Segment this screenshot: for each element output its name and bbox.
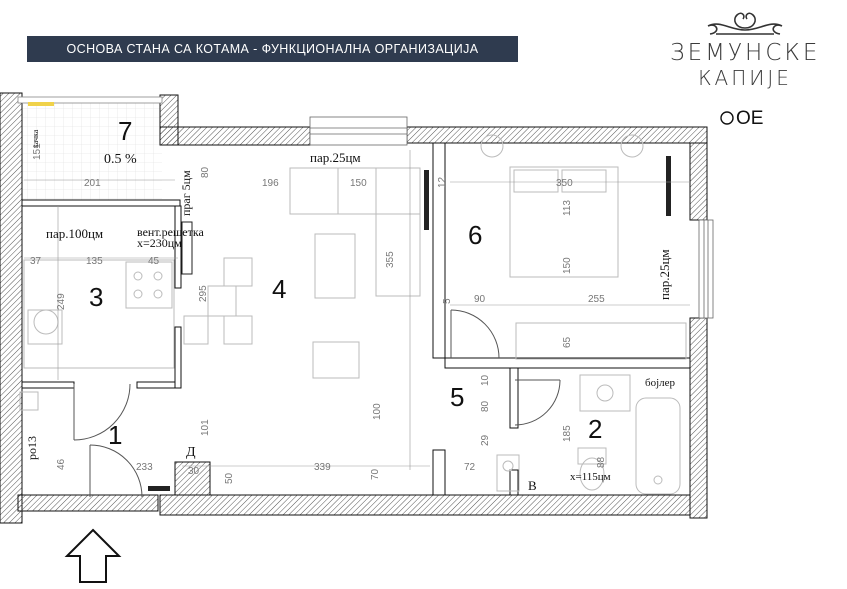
room-number-4: 4 bbox=[272, 274, 286, 304]
height-115-note: x=115цм bbox=[570, 471, 611, 483]
dim-150-living: 150 bbox=[350, 178, 367, 189]
vent-note: вент.решетка bbox=[137, 225, 204, 239]
dim-46: 46 bbox=[56, 458, 67, 470]
dim-255: 255 bbox=[588, 294, 605, 305]
interior-walls bbox=[21, 142, 691, 496]
po13-note: ро13 bbox=[25, 436, 39, 460]
page-title: ОСНОВА СТАНА СА КОТАМА - ФУНКЦИОНАЛНА ОР… bbox=[27, 36, 518, 62]
logo-line-1: ЗЕМУНСКЕ bbox=[670, 40, 821, 66]
doors bbox=[73, 309, 561, 498]
furniture bbox=[19, 134, 687, 495]
dim-355: 355 bbox=[385, 251, 396, 268]
room-number-3: 3 bbox=[89, 282, 103, 312]
dim-90: 90 bbox=[474, 294, 486, 305]
threshold-note: праг 5цм bbox=[179, 170, 193, 216]
logo-line-2: КАПИЈЕ bbox=[698, 66, 792, 90]
boiler-note: бојлер bbox=[645, 377, 676, 389]
dim-350: 350 bbox=[556, 178, 573, 189]
dim-12: 12 bbox=[437, 176, 448, 188]
orientation-icon bbox=[720, 111, 734, 125]
dim-201: 201 bbox=[84, 178, 101, 189]
room-number-5: 5 bbox=[450, 382, 464, 412]
room-number-6: 6 bbox=[468, 220, 482, 250]
dim-29: 29 bbox=[480, 434, 491, 446]
dim-5: 5 bbox=[442, 298, 453, 304]
ornament-icon bbox=[707, 12, 783, 35]
dim-80-balcony: 80 bbox=[200, 166, 211, 178]
parapet-kitchen-note: пар.100цм bbox=[46, 226, 103, 241]
logo: ЗЕМУНСКЕ КАПИЈЕ bbox=[670, 6, 820, 92]
room-number-7: 7 bbox=[118, 116, 132, 146]
dim-151: 151 bbox=[32, 143, 43, 160]
dim-65: 65 bbox=[562, 336, 573, 348]
corner-label: ОЕ bbox=[736, 108, 763, 129]
dim-196: 196 bbox=[262, 178, 279, 189]
dim-233: 233 bbox=[136, 462, 153, 473]
dim-30: 30 bbox=[188, 466, 200, 477]
dim-70: 70 bbox=[370, 468, 381, 480]
dim-50: 50 bbox=[224, 472, 235, 484]
dim-185: 185 bbox=[562, 425, 573, 442]
dim-135: 135 bbox=[86, 256, 103, 267]
dim-339: 339 bbox=[314, 462, 331, 473]
dim-37: 37 bbox=[30, 256, 42, 267]
d-marker: Д bbox=[186, 445, 196, 460]
balcony-floor bbox=[22, 102, 162, 202]
room-number-2: 2 bbox=[588, 414, 602, 444]
dim-113: 113 bbox=[562, 200, 573, 216]
room-number-1: 1 bbox=[108, 420, 122, 450]
radiators bbox=[148, 156, 671, 491]
parapet-living-note: пар.25цм bbox=[310, 150, 361, 165]
dim-80: 80 bbox=[480, 400, 491, 412]
dim-295: 295 bbox=[198, 285, 209, 302]
kachka-note: качка bbox=[31, 129, 40, 148]
slope-note: 0.5 % bbox=[104, 152, 137, 167]
entrance-arrow-icon bbox=[64, 528, 122, 583]
v-marker: В bbox=[528, 478, 537, 493]
dim-45: 45 bbox=[148, 256, 160, 267]
exterior-walls bbox=[0, 92, 708, 524]
dim-100: 100 bbox=[372, 403, 383, 420]
vent-height-note: x=230цм bbox=[137, 236, 182, 250]
dim-72: 72 bbox=[464, 462, 476, 473]
windows bbox=[17, 96, 714, 319]
dim-249: 249 bbox=[56, 293, 67, 310]
dim-10: 10 bbox=[480, 374, 491, 386]
dim-150-bedroom: 150 bbox=[562, 257, 573, 274]
dim-88: 88 bbox=[596, 456, 607, 468]
dim-101: 101 bbox=[200, 419, 211, 436]
parapet-bedroom-note: пар.25цм bbox=[657, 249, 672, 300]
dimension-lines bbox=[24, 150, 690, 470]
